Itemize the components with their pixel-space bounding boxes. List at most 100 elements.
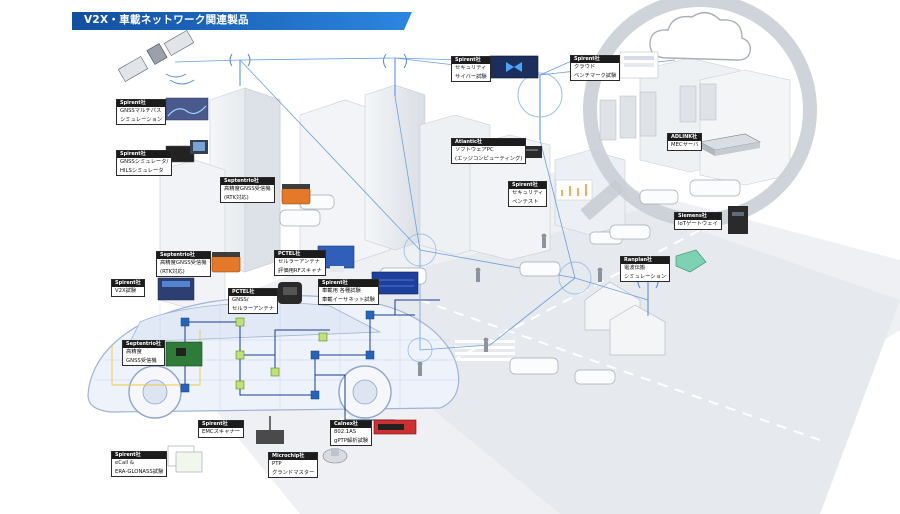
- device-ecall-screens: [167, 445, 203, 473]
- label-gnss-sim-hil: Spirent社 GNSSシミュレータ/ HILSシミュレータ: [116, 150, 173, 176]
- label-security-cyber: Spirent社 セキュリティ サイバー試験: [451, 56, 491, 82]
- product-line: V2X試験: [115, 288, 137, 294]
- product-line: 高精度GNSS受信機: [224, 186, 271, 192]
- vendor: Spirent社: [112, 280, 144, 287]
- product-line: ERA-GLONASS試験: [115, 468, 164, 475]
- label-iot-gateway: Siemens社 IoTゲートウェイ: [674, 212, 722, 230]
- device-v2x-test: [157, 277, 195, 301]
- server-racks: [599, 83, 717, 141]
- device-gnss-cell-antenna: [278, 282, 302, 304]
- label-automotive-ethernet: Spirent社 車載用 各種試験 車載イーサネット試験: [318, 279, 379, 305]
- diagram-title: V2X・車載ネットワーク関連製品: [84, 14, 249, 26]
- vendor: Calnex社: [331, 421, 372, 428]
- product-line: セキュリティ: [512, 190, 544, 196]
- label-rtk-receiver-2: Septentrio社 高精度GNSS受信機 (RTK対応): [156, 251, 211, 277]
- label-ptp-grandmaster: Microchip社 PTP グランドマスター: [268, 452, 319, 478]
- product-line: 高精度GNSS受信機: [160, 260, 207, 266]
- label-hp-gnss-receiver: Septentrio社 高精度 GNSS受信機: [122, 340, 165, 366]
- product-line: GNSSシミュレータ/: [120, 159, 169, 165]
- cell-tower-icon-2: [383, 53, 407, 96]
- device-mec-server: [699, 133, 761, 156]
- cell-tower-icon-1: [229, 53, 251, 86]
- device-ethernet-chassis: [371, 271, 419, 295]
- vendor: Spirent社: [199, 421, 244, 428]
- label-v2x-test: Spirent社 V2X試験: [111, 279, 145, 297]
- product-line: セキュリティ: [455, 65, 487, 71]
- product-line: IoTゲートウェイ: [678, 221, 718, 227]
- product-line: 評価用RFスキャナ: [278, 267, 322, 274]
- product-line: クラウド: [574, 64, 596, 70]
- product-line: (RTK対応): [224, 194, 249, 201]
- product-line: 802.1AS: [334, 429, 357, 435]
- product-line: eCall &: [115, 460, 134, 466]
- product-line: ペンテスト: [512, 198, 539, 205]
- device-gptp-analyzer: [373, 419, 417, 435]
- label-gnss-multipath: Spirent社 GNSSマルチパス シミュレーション: [116, 99, 167, 125]
- cloud-icon: [649, 12, 752, 61]
- device-security-cyber: [489, 55, 539, 79]
- label-cell-antenna-scanner: PCTEL社 セルラーアンテナ 評価用RFスキャナ: [274, 250, 326, 276]
- vendor: PCTEL社: [229, 289, 277, 296]
- product-line: セルラーアンテナ: [232, 305, 274, 312]
- device-pentest-chart: [555, 179, 593, 201]
- vendor: Septentrio社: [157, 252, 210, 259]
- connection-lines: [174, 54, 676, 351]
- vendor: ADLINK社: [668, 134, 702, 141]
- product-line: HILSシミュレータ: [120, 167, 164, 174]
- label-gnss-cell-antenna: PCTEL社 GNSS/ セルラーアンテナ: [228, 288, 278, 314]
- device-gnss-multipath: [165, 97, 209, 121]
- product-line: シミュレーション: [120, 116, 163, 123]
- satellite-icon: [117, 29, 195, 85]
- product-line: 車載イーサネット試験: [322, 296, 375, 303]
- product-line: グランドマスター: [272, 469, 315, 476]
- device-rf-scanner: [317, 245, 355, 272]
- label-rtk-receiver: Septentrio社 高精度GNSS受信機 (RTK対応): [220, 177, 275, 203]
- product-line: PTP: [272, 461, 282, 467]
- device-iot-gateway: [728, 206, 748, 234]
- houses: [584, 281, 666, 356]
- vendor: Microchip社: [269, 453, 318, 460]
- vendor: PCTEL社: [275, 251, 325, 258]
- vendor: Atlantic社: [452, 139, 526, 146]
- device-rtk-receiver: [281, 184, 311, 205]
- title-banner: [72, 12, 412, 30]
- pedestrians: [417, 233, 603, 376]
- product-line: gPTP解析試験: [334, 437, 369, 444]
- label-mec-server: ADLINK社 MECサーバ: [667, 133, 703, 151]
- product-line: 電波伝搬: [624, 265, 646, 271]
- vendor: Spirent社: [112, 452, 167, 459]
- vendor: Septentrio社: [221, 178, 274, 185]
- vendor: Spirent社: [571, 56, 620, 63]
- label-ecall: Spirent社 eCall & ERA-GLONASS試験: [111, 451, 168, 477]
- label-gptp: Calnex社 802.1AS gPTP解析試験: [330, 420, 373, 446]
- product-line: GNSS受信機: [126, 357, 157, 364]
- label-cloud-bench: Spirent社 クラウド ベンチマーク試験: [570, 55, 621, 81]
- product-line: セルラーアンテナ: [278, 259, 320, 265]
- vendor: Spirent社: [319, 280, 378, 287]
- switch-nodes-blue: [180, 310, 375, 400]
- product-line: MECサーバ: [671, 142, 699, 148]
- in-vehicle-network-bus: [184, 299, 440, 421]
- car-wireframe: [87, 294, 460, 419]
- device-emc-scanner: [256, 416, 284, 444]
- vendor: Spirent社: [509, 182, 547, 189]
- device-cloud-bench: [619, 51, 659, 79]
- ecu-nodes-green: [235, 317, 328, 390]
- cell-tower-icon-3: [517, 72, 563, 140]
- product-line: 高精度: [126, 349, 142, 355]
- vendor: Spirent社: [117, 151, 172, 158]
- product-line: GNSSマルチパス: [120, 108, 162, 114]
- vendor: Ranplan社: [621, 257, 670, 264]
- device-ptp-grandmaster: [322, 448, 348, 464]
- wheel-front: [128, 365, 182, 419]
- vendor: Spirent社: [117, 100, 166, 107]
- product-line: (エッジコンピューティング): [455, 155, 523, 162]
- product-line: サイバー試験: [455, 73, 487, 80]
- product-line: 車載用 各種試験: [322, 288, 361, 294]
- product-line: EMCスキャナー: [202, 429, 241, 435]
- label-emc-scanner: Spirent社 EMCスキャナー: [198, 420, 245, 438]
- device-rtk-receiver-2: [211, 252, 241, 273]
- vendor: Siemens社: [675, 213, 721, 220]
- product-line: GNSS/: [232, 297, 249, 303]
